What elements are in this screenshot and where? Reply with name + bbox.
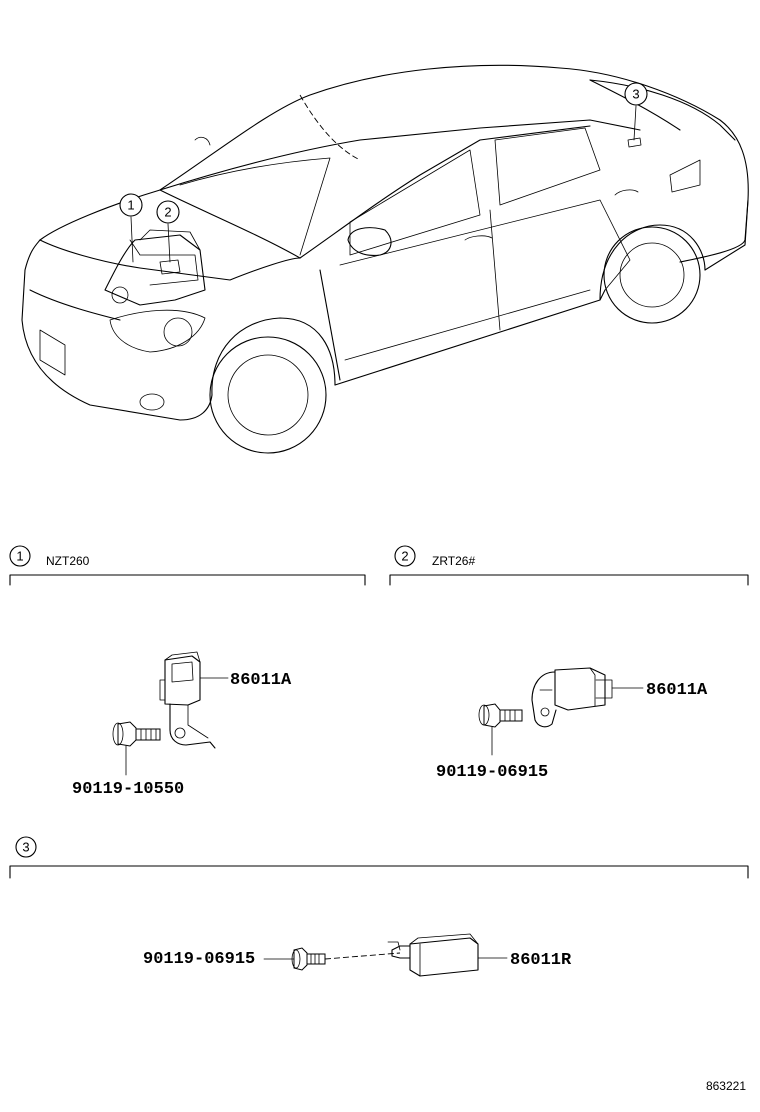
svg-text:3: 3 <box>632 87 639 102</box>
section-2-sensor-label: 86011A <box>611 681 708 700</box>
section-1-sensor <box>159 651 216 749</box>
svg-text:90119-06915: 90119-06915 <box>143 950 255 969</box>
section-2-bolt <box>478 703 523 756</box>
svg-text:2: 2 <box>401 549 408 564</box>
svg-text:1: 1 <box>127 198 134 213</box>
svg-text:2: 2 <box>164 205 171 220</box>
reference-number: 863221 <box>706 1079 746 1093</box>
svg-text:1: 1 <box>16 549 23 564</box>
svg-text:3: 3 <box>22 840 29 855</box>
svg-text:NZT260: NZT260 <box>46 554 90 568</box>
callout-1: 1 <box>119 193 143 263</box>
section-3-sensor <box>387 933 479 977</box>
svg-text:90119-06915: 90119-06915 <box>436 763 548 782</box>
section-3-sensor-label: 86011R <box>477 951 572 970</box>
section-2-bolt-label: 90119-06915 <box>436 763 548 782</box>
svg-text:ZRT26#: ZRT26# <box>432 554 475 568</box>
svg-text:86011A: 86011A <box>230 671 292 690</box>
section-1-header: 1 NZT260 <box>9 545 366 586</box>
callout-3: 3 <box>624 82 648 141</box>
section-1-sensor-label: 86011A <box>199 671 292 690</box>
section-1-bolt-label: 90119-10550 <box>72 780 184 799</box>
svg-text:90119-10550: 90119-10550 <box>72 780 184 799</box>
section-1-bolt <box>112 721 161 776</box>
section-3-header: 3 <box>9 836 749 879</box>
callout-2: 2 <box>156 200 180 263</box>
section-2-header: 2 ZRT26# <box>389 545 749 586</box>
section-3-bolt-label: 90119-06915 <box>143 950 255 969</box>
svg-text:86011A: 86011A <box>646 681 708 700</box>
section-2-sensor <box>531 667 613 728</box>
car-illustration <box>21 64 749 454</box>
section-3-bolt <box>263 947 401 971</box>
svg-text:86011R: 86011R <box>510 951 572 970</box>
